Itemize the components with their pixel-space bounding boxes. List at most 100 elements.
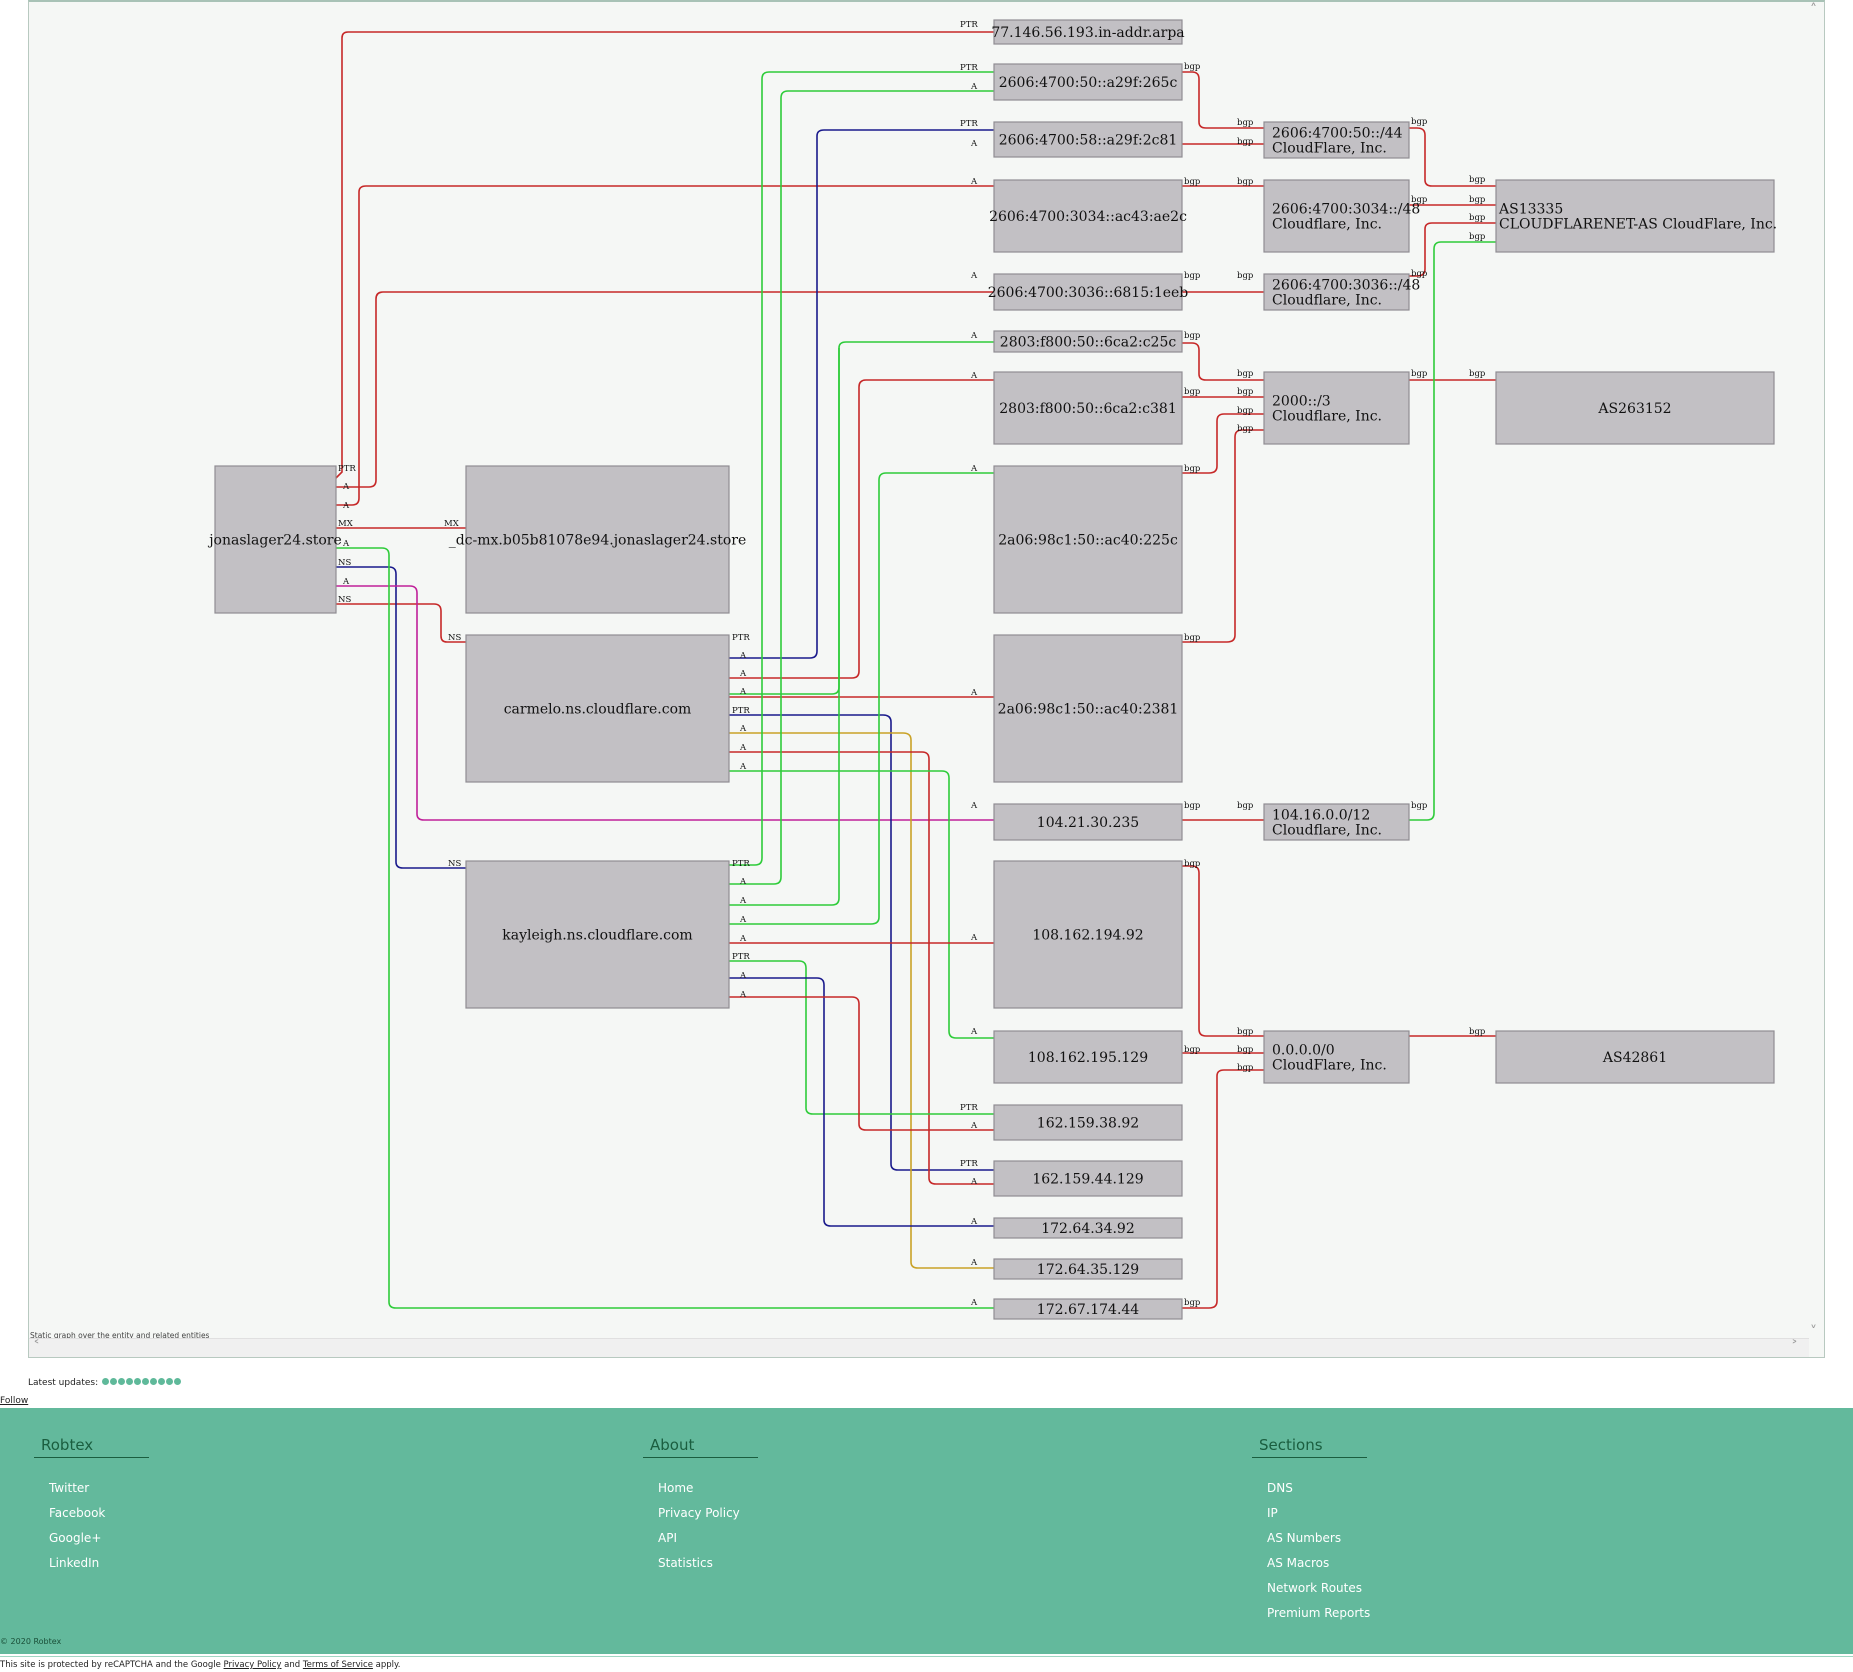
footer-link-twitter[interactable]: Twitter [49,1481,90,1495]
graph-node-v6a[interactable]: 2606:4700:50::a29f:265c [993,63,1183,101]
footer-link-linkedin[interactable]: LinkedIn [49,1556,100,1570]
graph-node-box[interactable] [993,1298,1183,1320]
graph-node-box[interactable] [993,634,1183,783]
graph-node-box[interactable] [993,121,1183,158]
graph-node-v6h[interactable]: 2a06:98c1:50::ac40:2381 [993,634,1183,783]
graph-edge-label: bgp [1184,177,1201,187]
footer-link-ip[interactable]: IP [1267,1506,1278,1520]
graph-node-ip7[interactable]: 172.64.35.129 [993,1258,1183,1280]
graph-edge-label: A [970,1121,978,1131]
graph-node-as42861[interactable]: AS42861 [1495,1030,1775,1084]
graph-node-ip5[interactable]: 162.159.44.129 [993,1160,1183,1197]
graph-node-dc-mx[interactable]: _dc-mx.b05b81078e94.jonaslager24.store [449,465,747,614]
graph-node-ip4[interactable]: 162.159.38.92 [993,1104,1183,1141]
graph-node-box[interactable] [465,465,730,614]
graph-node-arpa[interactable]: 77.146.56.193.in-addr.arpa [991,19,1185,45]
graph-edge-label: A [970,139,978,149]
update-dot[interactable] [118,1378,126,1385]
update-dot[interactable] [158,1378,166,1385]
graph-edge-label: bgp [1411,801,1428,811]
graph-node-box[interactable] [1263,179,1410,253]
horizontal-scrollbar[interactable]: ˂ ˃ [29,1338,1809,1357]
graph-node-ip6[interactable]: 172.64.34.92 [993,1217,1183,1239]
footer-link-statistics[interactable]: Statistics [658,1556,713,1570]
update-dot[interactable] [126,1378,134,1385]
footer-link-privacy-policy[interactable]: Privacy Policy [658,1506,740,1520]
update-dot[interactable] [134,1378,142,1385]
graph-node-ip1[interactable]: 104.21.30.235 [993,803,1183,841]
graph-node-box[interactable] [993,803,1183,841]
graph-node-box[interactable] [1495,1030,1775,1084]
graph-node-v6g[interactable]: 2a06:98c1:50::ac40:225c [993,465,1183,614]
graph-node-box[interactable] [1263,371,1410,445]
scroll-up-arrow-icon[interactable]: ˄ [1810,2,1817,18]
graph-node-box[interactable] [993,1104,1183,1141]
graph-node-box[interactable] [993,1258,1183,1280]
update-dot[interactable] [174,1378,182,1385]
graph-node-v6c[interactable]: 2606:4700:3034::ac43:ae2c [989,179,1187,253]
footer-link-googleplus[interactable]: Google+ [49,1531,102,1545]
graph-node-box[interactable] [465,860,730,1009]
footer-link-premium-reports[interactable]: Premium Reports [1267,1606,1371,1620]
graph-node-box[interactable] [465,634,730,783]
update-dot[interactable] [166,1378,174,1385]
scroll-right-arrow-icon[interactable]: ˃ [1791,1339,1798,1355]
google-terms-link[interactable]: Terms of Service [302,1660,373,1670]
graph-edge-label: A [970,1217,978,1227]
graph-node-ip3[interactable]: 108.162.195.129 [993,1030,1183,1084]
graph-node-box[interactable] [1263,273,1410,311]
graph-node-v6f[interactable]: 2803:f800:50::6ca2:c381 [993,371,1183,445]
update-dot[interactable] [150,1378,158,1385]
graph-node-box[interactable] [993,273,1183,311]
graph-node-v6d[interactable]: 2606:4700:3036::6815:1eeb [988,273,1189,311]
update-dot[interactable] [142,1378,150,1385]
google-privacy-link[interactable]: Privacy Policy [223,1660,282,1670]
scroll-down-arrow-icon[interactable]: ˅ [1810,1324,1817,1340]
graph-node-jonaslager[interactable]: jonaslager24.store [207,465,342,614]
footer-link-api[interactable]: API [658,1531,677,1545]
graph-node-carmelo[interactable]: carmelo.ns.cloudflare.com [465,634,730,783]
graph-node-box[interactable] [993,1160,1183,1197]
graph-node-box[interactable] [214,465,337,614]
footer-link-as-macros[interactable]: AS Macros [1267,1556,1330,1570]
graph-node-box[interactable] [993,63,1183,101]
footer-link-home[interactable]: Home [658,1481,694,1495]
graph-node-box[interactable] [1495,179,1775,253]
graph-node-box[interactable] [1495,371,1775,445]
graph-node-box[interactable] [993,330,1183,353]
graph-node-box[interactable] [993,179,1183,253]
graph-node-box[interactable] [993,1217,1183,1239]
footer-link-network-routes[interactable]: Network Routes [1267,1581,1363,1595]
scroll-left-arrow-icon[interactable]: ˂ [33,1339,40,1355]
footer-link-as-numbers[interactable]: AS Numbers [1267,1531,1342,1545]
update-dot[interactable] [110,1378,118,1385]
footer-link-facebook[interactable]: Facebook [49,1506,106,1520]
graph-node-box[interactable] [993,19,1183,45]
graph-node-box[interactable] [1263,121,1410,159]
graph-node-kayleigh[interactable]: kayleigh.ns.cloudflare.com [465,860,730,1009]
graph-node-v6e[interactable]: 2803:f800:50::6ca2:c25c [993,330,1183,353]
graph-edge [1182,865,1264,1037]
graph-node-box[interactable] [993,1030,1183,1084]
graph-node-box[interactable] [993,371,1183,445]
graph-node-ip8[interactable]: 172.67.174.44 [993,1298,1183,1320]
graph-node-box[interactable] [993,465,1183,614]
footer-link-dns[interactable]: DNS [1267,1481,1293,1495]
graph-node-ip2[interactable]: 108.162.194.92 [993,860,1183,1009]
graph-node-as263152[interactable]: AS263152 [1495,371,1775,445]
graph-node-box[interactable] [1263,803,1410,841]
graph-node-box[interactable] [1263,1030,1410,1084]
follow-link[interactable]: Follow [0,1396,29,1406]
graph-node-box[interactable] [993,860,1183,1009]
vertical-scrollbar[interactable]: ˄ ˅ [1808,2,1824,1342]
graph-node-v6b[interactable]: 2606:4700:58::a29f:2c81 [993,121,1183,158]
graph-node-label: 2803:f800:50::6ca2:c25c [1000,335,1177,351]
update-dot[interactable] [102,1378,110,1385]
